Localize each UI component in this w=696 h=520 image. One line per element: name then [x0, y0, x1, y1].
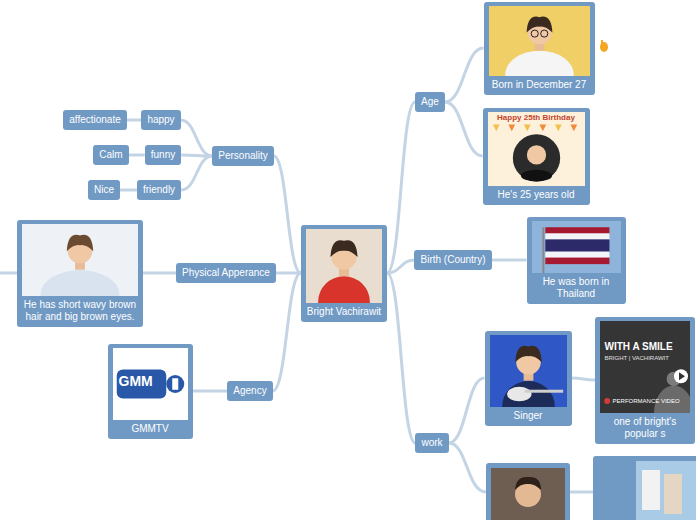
node-text: He's 25 years old — [488, 189, 585, 201]
picture-art — [532, 221, 621, 273]
branch-connector — [445, 48, 484, 102]
node-text: Agency — [233, 385, 266, 397]
branch-connector — [274, 156, 301, 273]
illustration — [489, 6, 590, 76]
image-caption: PERFORMANCE VIDEO — [613, 398, 680, 405]
picture-art — [306, 229, 382, 303]
node-text: happy — [147, 114, 174, 126]
node-text: Physical Apperance — [182, 267, 270, 279]
topic-box: Personality — [212, 146, 273, 166]
picture-card: He has short wavy brown hair and big bro… — [17, 220, 143, 327]
branch-connector — [129, 154, 145, 157]
picture — [515, 477, 541, 490]
picture-card: GMM GMMTV — [108, 344, 193, 439]
offscreen-branch — [0, 272, 17, 275]
node-text: Calm — [99, 149, 122, 161]
node-text: Age — [421, 96, 439, 108]
illustration — [306, 229, 382, 303]
branch-connector — [387, 102, 415, 273]
topic-box: funny — [145, 145, 181, 165]
picture: WITH A SMILE BRIGHT | VACHIRAWIT PERFORMAN… — [600, 321, 690, 413]
picture — [664, 474, 682, 514]
node-text: Birth (Country) — [420, 254, 485, 266]
topic-box: Age — [415, 92, 445, 112]
branch-line — [570, 491, 593, 494]
picture — [489, 6, 590, 76]
branch-connector — [572, 378, 596, 380]
picture — [22, 224, 138, 296]
picture — [306, 229, 382, 303]
branch-connector — [181, 156, 212, 190]
topic-box: friendly — [137, 180, 181, 200]
node-text: one of bright's popular s — [600, 416, 690, 440]
node-text: GMMTV — [113, 423, 188, 435]
picture — [532, 221, 621, 273]
topic-box: Agency — [227, 381, 272, 401]
picture: GMM — [113, 348, 188, 420]
illustration — [532, 221, 621, 273]
picture-card: WITH A SMILE BRIGHT | VACHIRAWIT PERFORMAN… — [595, 317, 695, 444]
branch-connector — [492, 259, 527, 262]
illustration — [490, 335, 567, 407]
illustration — [22, 224, 138, 296]
topic-box: happy — [141, 110, 180, 130]
branch-connector — [181, 120, 213, 156]
topic-box: Birth (Country) — [414, 250, 491, 270]
picture-card: Bright Vachirawit — [301, 225, 387, 322]
picture: Happy 25th Birthday — [488, 112, 585, 186]
branch-connector — [387, 260, 414, 273]
branch-connector — [273, 273, 301, 391]
branch-connector — [193, 390, 228, 393]
picture-art — [489, 6, 590, 76]
branch-connector — [127, 119, 142, 122]
picture-card — [486, 463, 570, 520]
branch-connector — [445, 102, 483, 156]
node-text: Singer — [490, 410, 567, 422]
image-caption: GMM — [119, 374, 153, 389]
node-text: He has short wavy brown hair and big bro… — [22, 299, 138, 323]
picture-card: Singer — [485, 331, 572, 426]
picture-art — [22, 224, 138, 296]
picture-card — [593, 456, 696, 520]
node-text: funny — [151, 149, 175, 161]
branch-connector — [143, 272, 176, 275]
image-caption: BRIGHT | VACHIRAWIT — [605, 355, 669, 362]
topic-box: affectionate — [63, 110, 127, 130]
picture — [490, 335, 567, 407]
picture — [636, 461, 696, 520]
decoration — [0, 40, 696, 520]
node-text: friendly — [143, 184, 175, 196]
node-text: affectionate — [69, 114, 121, 126]
image-caption: WITH A SMILE — [605, 341, 673, 352]
node-text: He was born in Thailand — [532, 276, 621, 300]
topic-box: work — [415, 433, 448, 453]
picture — [642, 470, 660, 510]
picture-card: He was born in Thailand — [527, 217, 626, 304]
topic-box: Nice — [88, 180, 120, 200]
illustration — [600, 321, 690, 413]
picture-art — [490, 335, 567, 407]
image-caption: Happy 25th Birthday — [488, 114, 585, 123]
branch-line — [449, 443, 486, 492]
topic-box: Calm — [93, 145, 128, 165]
node-text: Born in December 27 — [489, 79, 590, 91]
node-text: work — [421, 437, 442, 449]
node-text: Bright Vachirawit — [306, 306, 382, 318]
hand-icon — [601, 40, 603, 45]
node-text: Nice — [94, 184, 114, 196]
branch-connector — [120, 189, 137, 192]
branch-connector — [449, 378, 485, 443]
picture-art — [488, 112, 585, 186]
illustration — [488, 112, 585, 186]
topic-box: Physical Apperance — [176, 263, 276, 283]
illustration — [113, 348, 188, 420]
picture-card: Happy 25th BirthdayHe's 25 years old — [483, 108, 590, 205]
branch-connector — [387, 273, 415, 443]
picture-card: Born in December 27 — [484, 2, 595, 95]
picture — [491, 468, 565, 520]
node-text: Personality — [218, 150, 267, 162]
